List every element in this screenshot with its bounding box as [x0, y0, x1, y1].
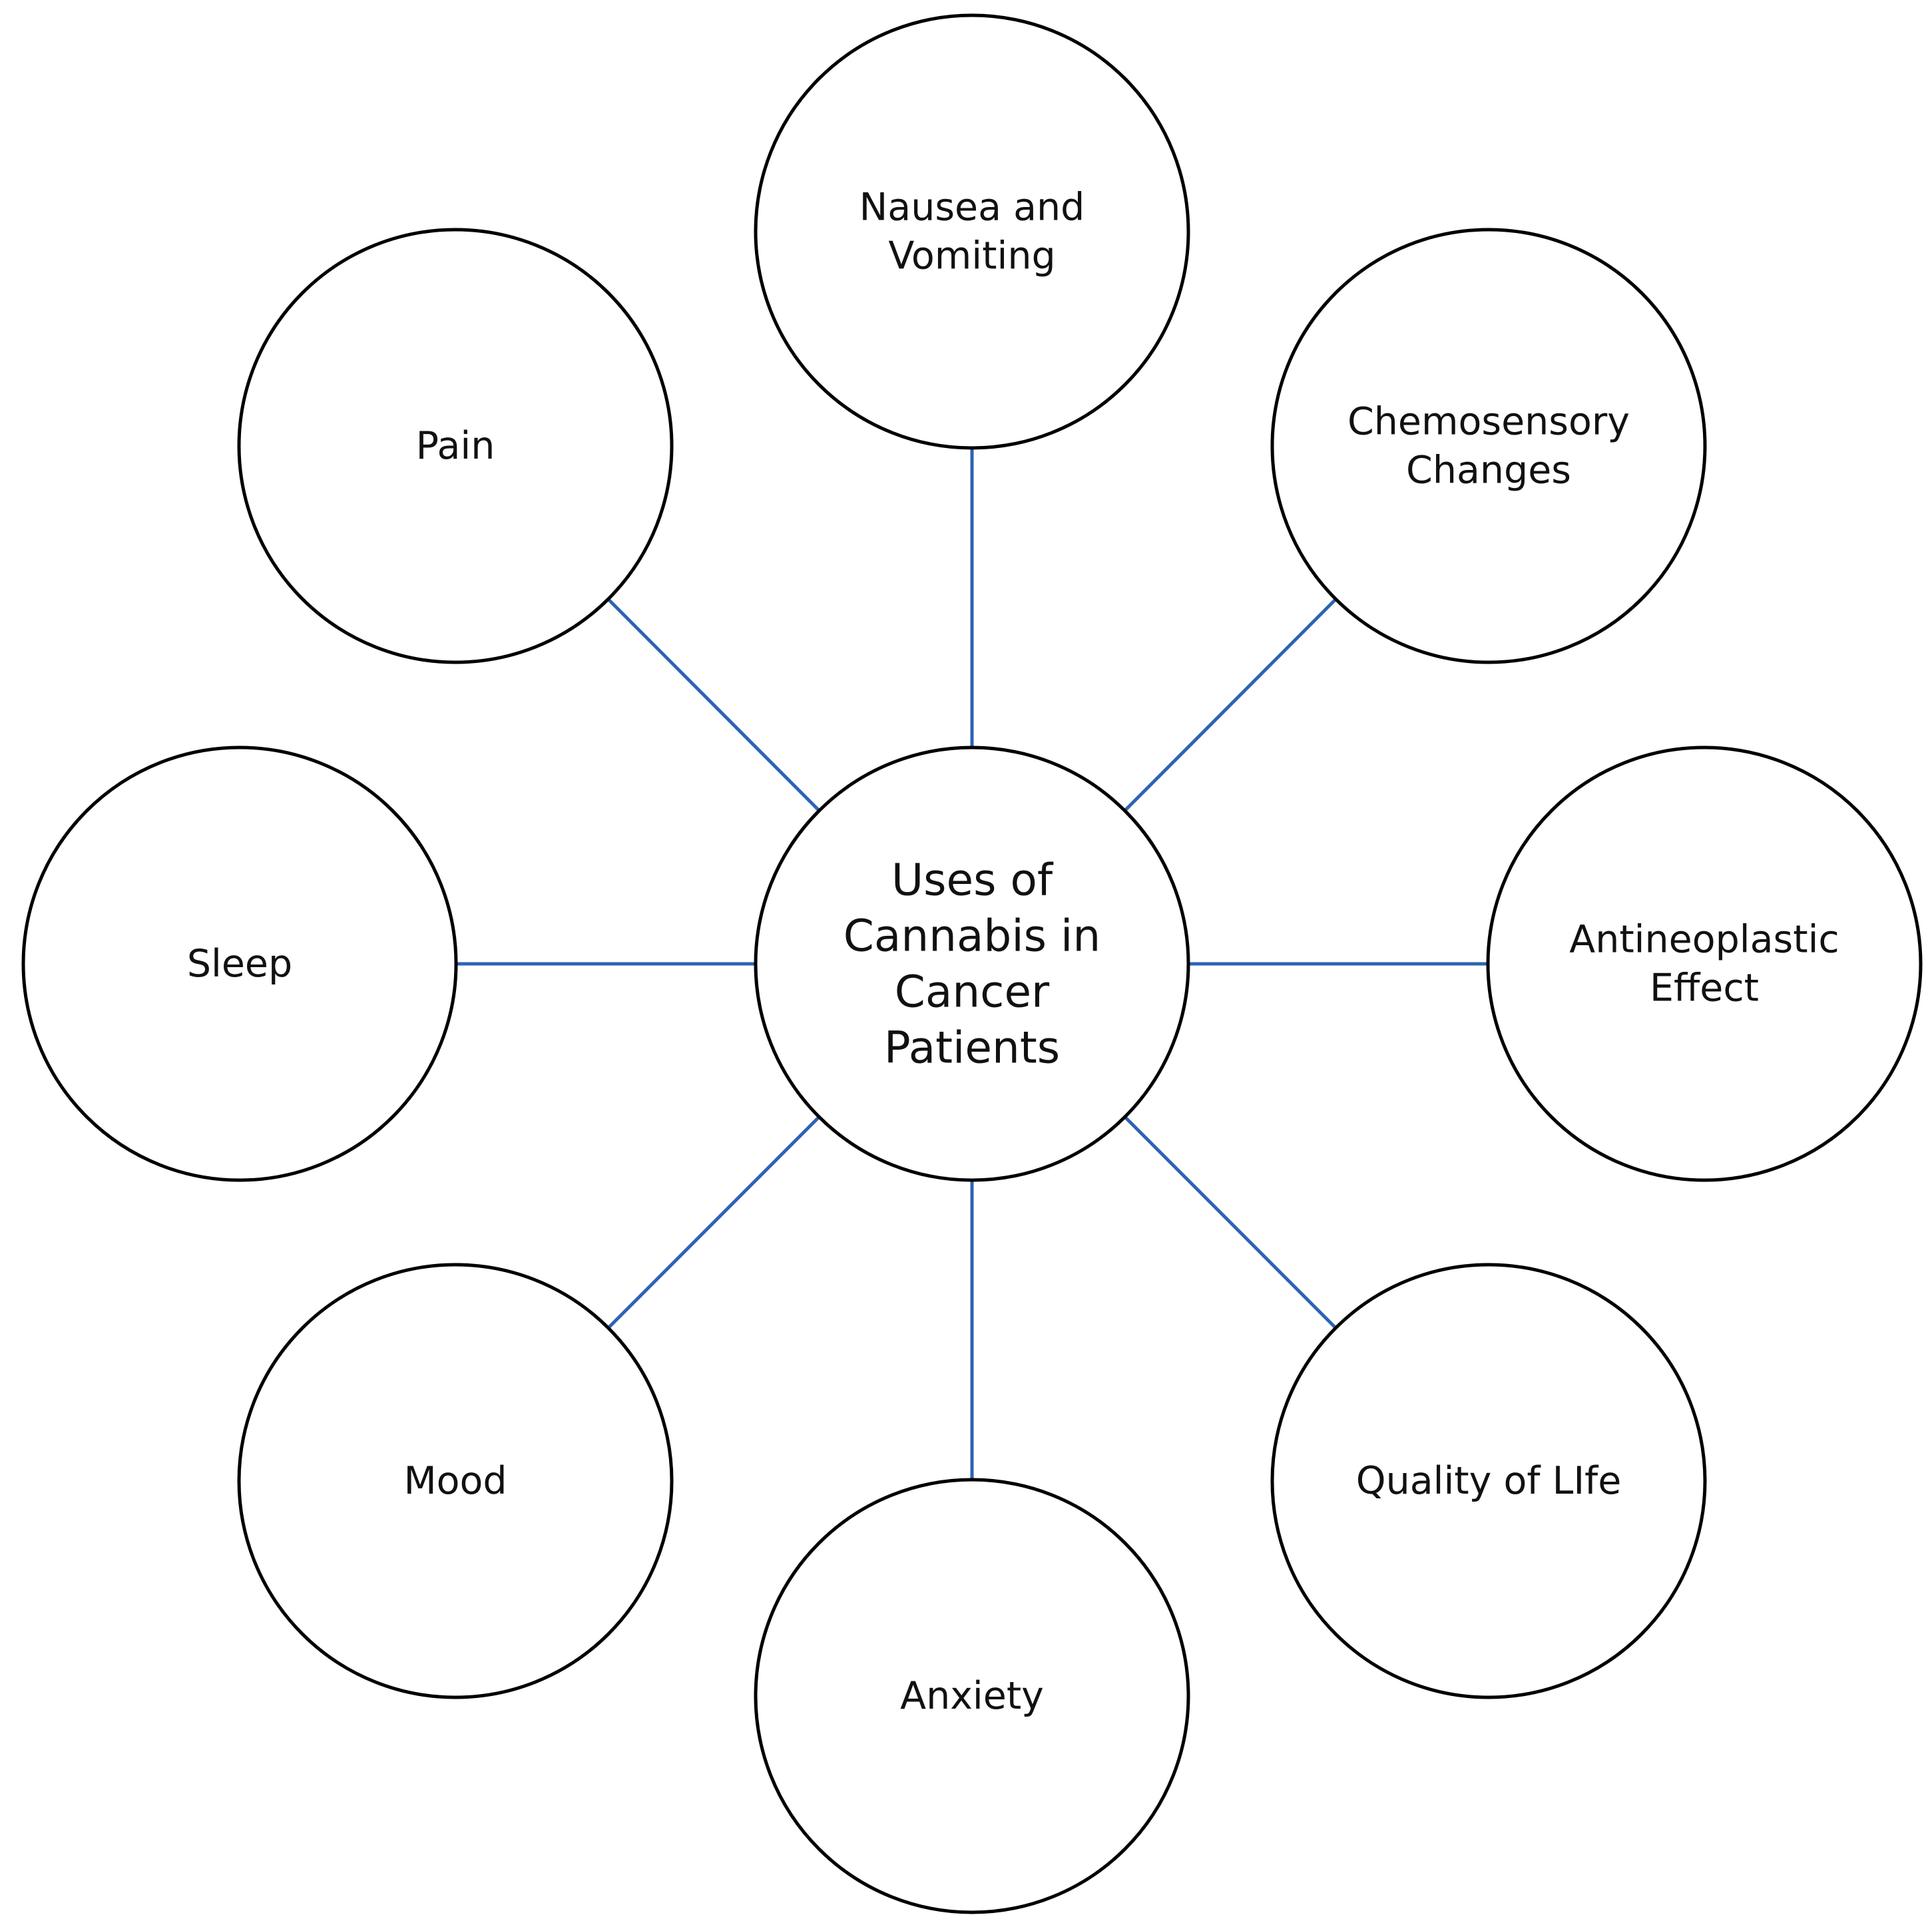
node-mood-circle [237, 1263, 674, 1699]
node-quality-circle [1270, 1263, 1707, 1699]
node-center-label-line: Uses of [891, 855, 1054, 906]
node-sleep: Sleep [21, 746, 458, 1182]
node-anxiety-circle [754, 1478, 1190, 1914]
node-antineoplastic-label-line: Antineoplastic [1569, 918, 1839, 962]
node-mood: Mood [237, 1263, 674, 1699]
node-quality: Quality of LIfe [1270, 1263, 1707, 1699]
node-chemosensory-label-line: Changes [1406, 449, 1571, 493]
node-chemosensory-circle [1270, 228, 1707, 664]
node-center-label-line: Cancer [895, 966, 1050, 1018]
node-quality-label-line: Quality of LIfe [1356, 1459, 1622, 1503]
connector-line-chemosensory [1123, 598, 1337, 812]
node-nausea-label-line: Nausea and [859, 186, 1085, 230]
node-center-label-line: Cannabis in [844, 911, 1100, 962]
connector-lines [456, 448, 1488, 1480]
node-center-label-line: Patients [884, 1022, 1060, 1074]
diagram-nodes: Nausea andVomitingChemosensoryChangesAnt… [21, 13, 1923, 1914]
connector-line-quality [1123, 1116, 1337, 1329]
node-anxiety: Anxiety [754, 1478, 1190, 1914]
node-sleep-label-line: Sleep [187, 942, 292, 986]
node-pain-circle [237, 228, 674, 664]
node-chemosensory-label-line: Chemosensory [1347, 400, 1630, 444]
node-mood-label-line: Mood [403, 1459, 507, 1503]
connector-line-pain [606, 598, 821, 812]
connector-line-mood [606, 1116, 821, 1329]
node-nausea-label-line: Vomiting [888, 234, 1055, 278]
node-pain: Pain [237, 228, 674, 664]
node-antineoplastic-circle [1486, 746, 1923, 1182]
node-nausea-circle [754, 13, 1190, 450]
node-sleep-circle [21, 746, 458, 1182]
node-anxiety-label-line: Anxiety [900, 1674, 1044, 1718]
node-pain-label-line: Pain [416, 424, 495, 468]
node-center-circle [754, 746, 1190, 1182]
node-antineoplastic-label-line: Effect [1650, 966, 1759, 1010]
